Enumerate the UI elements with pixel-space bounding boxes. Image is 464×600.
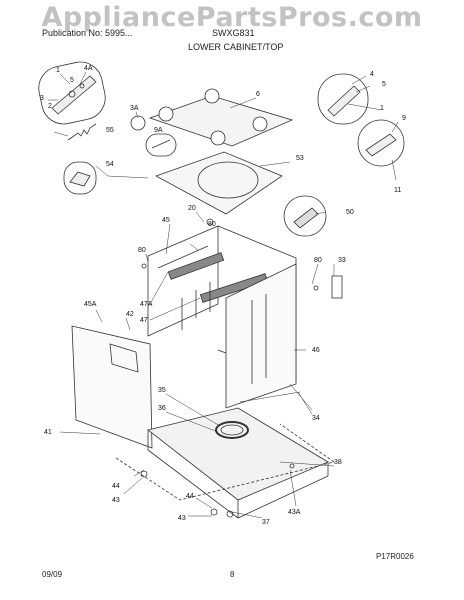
callout-35: 35 [158,387,166,394]
callout-33: 33 [338,257,346,264]
callout-3: 3 [40,95,44,102]
callout-80-left: 80 [138,247,146,254]
watermark: AppliancePartsPros.com [41,2,423,33]
callout-6: 6 [256,91,260,98]
callout-45: 45 [162,217,170,224]
lid-hinge-inset [317,73,369,125]
footer-date: 09/09 [42,570,63,579]
callout-5: 5 [70,77,74,84]
spring-part [67,123,97,141]
callout-44-center: 44 [186,493,194,500]
diagram-code: P17R0026 [376,552,414,561]
callout-80-top: 80 [208,221,216,228]
callout-2: 2 [48,103,52,110]
lid-switch-inset [357,119,405,167]
top-panel [155,151,283,215]
callout-1b: 1 [380,105,384,112]
bumper-part [130,115,146,131]
publication-number: Publication No: 5995... [42,28,133,38]
lid-panel [148,88,294,147]
page-number: 8 [230,570,235,579]
callout-42: 42 [126,311,134,318]
base-frame [147,407,329,519]
callout-34: 34 [312,415,320,422]
callout-36: 36 [158,405,166,412]
callout-3a: 3A [130,105,139,112]
callout-53: 53 [296,155,304,162]
bleach-cup-part [63,161,97,195]
callout-43a: 43A [288,509,301,516]
callout-20: 20 [188,205,196,212]
callout-54: 54 [106,161,114,168]
callout-44-left: 44 [112,483,120,490]
control-bracket-inset [283,195,327,237]
callout-47: 47 [140,317,148,324]
side-panel [225,263,297,409]
callout-80-right: 80 [314,257,322,264]
callout-41: 41 [44,429,52,436]
callout-55: 55 [106,127,114,134]
callout-46: 46 [312,347,320,354]
callout-4a: 4A [84,65,93,72]
callout-38: 38 [334,459,342,466]
callout-1: 1 [56,67,60,74]
model-number: SWXG831 [212,28,255,38]
callout-11: 11 [394,187,401,194]
callout-4: 4 [370,71,374,78]
front-panel [71,325,153,449]
callout-37: 37 [262,519,270,526]
callout-50: 50 [346,209,354,216]
callout-47a: 47A [140,301,153,308]
lid-strike-part [145,133,177,157]
hinge-detail-inset [38,61,106,125]
callout-43-left: 43 [112,497,120,504]
section-title: LOWER CABINET/TOP [188,42,284,52]
callout-9a: 9A [154,127,163,134]
callout-5b: 5 [382,81,386,88]
callout-43-center: 43 [178,515,186,522]
callout-9: 9 [402,115,406,122]
callout-45a: 45A [84,301,97,308]
